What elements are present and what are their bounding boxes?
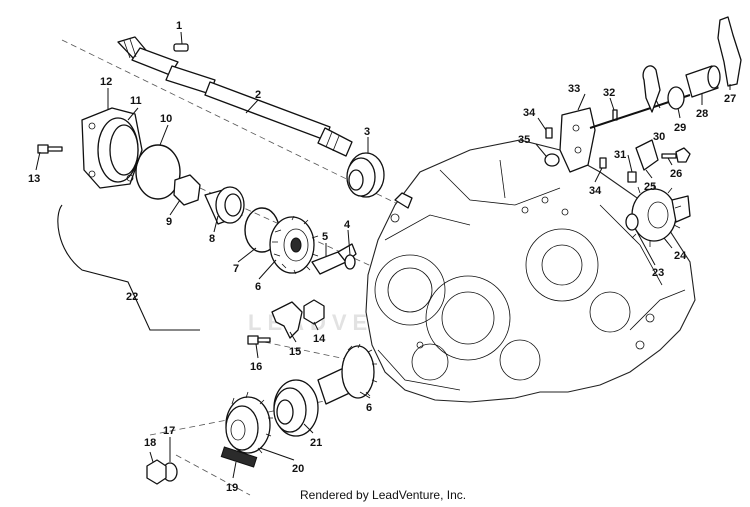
callout-9: 9: [166, 216, 172, 228]
callout-4: 4: [344, 219, 351, 231]
part-34-spring: [599, 157, 607, 169]
callout-19: 19: [226, 482, 238, 494]
part-33-shift-plate: [559, 107, 596, 173]
callout-16: 16: [250, 361, 262, 373]
callout-24: 24: [674, 250, 687, 262]
part-9-nut: [173, 174, 201, 206]
callout-14: 14: [313, 333, 326, 345]
part-6-bevel-gear: [269, 215, 319, 275]
part-19-needle-bearing: [220, 446, 258, 468]
callout-3: 3: [364, 126, 370, 138]
part-25-spring: [627, 171, 637, 183]
callout-18: 18: [144, 437, 156, 449]
part-1-key: [173, 43, 189, 52]
part-14-nut: [303, 299, 325, 325]
callout-10: 10: [160, 113, 172, 125]
callout-31: 31: [614, 149, 626, 161]
callout-2: 2: [255, 89, 261, 101]
callout-17: 17: [163, 425, 175, 437]
part-31-arm: [635, 139, 659, 171]
part-29-seal: [667, 86, 685, 110]
transmission-housing: [365, 139, 696, 403]
callout-22: 22: [126, 291, 138, 303]
callout-23: 23: [652, 267, 664, 279]
part-35-washer: [544, 153, 560, 167]
part-34-spring: [545, 127, 553, 139]
part-3-bearing: [346, 152, 385, 198]
callout-28: 28: [696, 108, 708, 120]
part-27-shift-lever: [717, 16, 742, 87]
callout-6-upper: 6: [255, 281, 261, 293]
callout-32: 32: [603, 87, 615, 99]
callout-34-upper: 34: [523, 107, 536, 119]
callout-15: 15: [289, 346, 301, 358]
part-13-bolt: [37, 144, 63, 154]
part-10-o-ring: [135, 144, 181, 200]
part-20-gear: [225, 391, 273, 458]
callout-8: 8: [209, 233, 215, 245]
callout-20: 20: [292, 463, 304, 475]
part-2-shaft: [117, 36, 353, 157]
leader-lines: [35, 31, 731, 479]
part-26-bolt: [661, 147, 691, 163]
callout-13: 13: [28, 173, 40, 185]
part-12-bearing-housing: [81, 107, 143, 189]
callout-11: 11: [130, 95, 142, 107]
callout-35: 35: [518, 134, 530, 146]
part-15-shift-fork: [271, 301, 303, 339]
part-28-bushing: [685, 65, 721, 98]
callout-21: 21: [310, 437, 322, 449]
part-23-washer: [625, 213, 639, 231]
part-6-pinion-shaft: [317, 343, 378, 405]
callouts: 1 2 3 4 5 6 6 7 8 9 10 11 12 13 14 15 16…: [28, 20, 736, 494]
callout-30: 30: [653, 131, 665, 143]
callout-33: 33: [568, 83, 580, 95]
footer-credit: Rendered by LeadVenture, Inc.: [300, 488, 466, 502]
callout-25: 25: [644, 181, 656, 193]
callout-29: 29: [674, 122, 686, 134]
callout-1: 1: [176, 20, 182, 32]
part-16-bolt: [247, 335, 271, 345]
callout-26: 26: [670, 168, 682, 180]
callout-6-lower: 6: [366, 402, 372, 414]
callout-5: 5: [322, 231, 328, 243]
part-4-washer: [344, 254, 356, 270]
part-18-nut: [146, 459, 167, 485]
part-8-bearing: [204, 186, 245, 225]
callout-12: 12: [100, 76, 112, 88]
part-22-group-bracket: [57, 204, 200, 331]
callout-34-lower: 34: [589, 185, 602, 197]
callout-27: 27: [724, 93, 736, 105]
callout-7: 7: [233, 263, 239, 275]
part-21-bearing: [273, 379, 319, 437]
